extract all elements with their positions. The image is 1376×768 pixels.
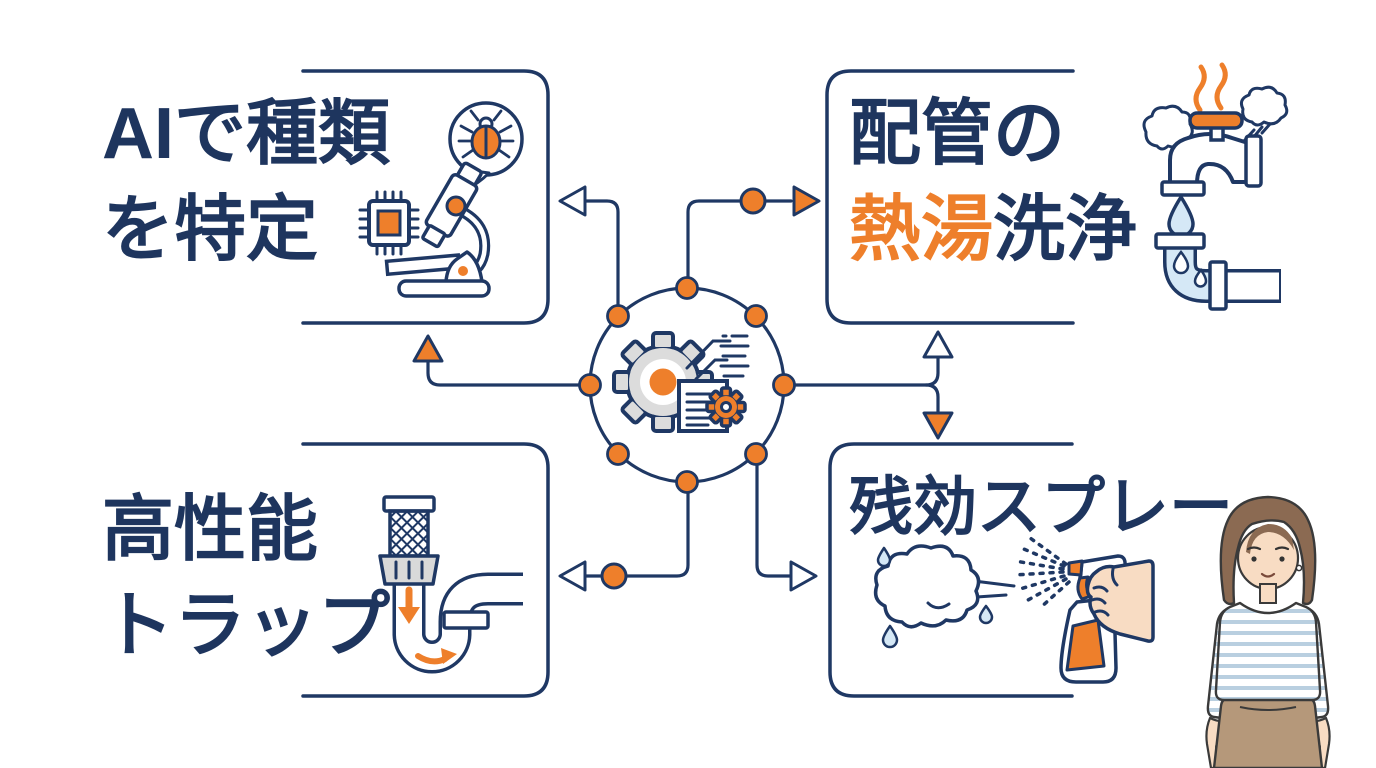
bangs bbox=[1246, 524, 1294, 554]
connector-arrows bbox=[412, 185, 954, 592]
steam-wave-icon bbox=[1214, 62, 1228, 111]
card-title-line: トラップ bbox=[102, 586, 391, 666]
spray-nozzle bbox=[1067, 559, 1084, 577]
connector-hub-to-trap bbox=[583, 478, 690, 578]
card-title-line: 配管の bbox=[849, 94, 1066, 174]
connector-hub-to-spray-left bbox=[755, 451, 793, 578]
analysis-hub bbox=[578, 276, 796, 494]
steam-wave-icon bbox=[1193, 64, 1207, 113]
neck bbox=[1259, 583, 1277, 604]
connector-lines bbox=[426, 199, 940, 578]
card-title-trap: 高性能 トラップ bbox=[102, 482, 390, 674]
card-title-ai-identify: AIで種類 を特定 bbox=[102, 86, 390, 278]
small-gear-icon bbox=[705, 386, 747, 428]
skirt-waist-line bbox=[1239, 706, 1297, 711]
arrow-open-right-icon bbox=[789, 560, 818, 592]
card-frame-ai-identify bbox=[301, 69, 550, 325]
hair bbox=[1219, 495, 1317, 606]
microscope-icon bbox=[384, 161, 491, 298]
face-features bbox=[1246, 546, 1303, 578]
card-title-line: を特定 bbox=[102, 190, 319, 270]
card-frame-hot-water bbox=[825, 69, 1075, 325]
earring bbox=[1295, 564, 1303, 572]
flow-arrow-down-icon bbox=[398, 586, 420, 624]
card-title-spray: 残効スプレー bbox=[849, 462, 1233, 552]
arrow-open-up-icon bbox=[922, 330, 954, 359]
water-drop-icon bbox=[1167, 195, 1195, 238]
arrow-orange-up-icon bbox=[412, 334, 444, 363]
spray-bottle-hand-icon bbox=[1059, 554, 1155, 684]
connector-node-top bbox=[739, 187, 767, 215]
hub-node-dots bbox=[578, 276, 796, 494]
spray-mist-icon bbox=[1013, 533, 1071, 610]
spray-bottle-label bbox=[1065, 618, 1106, 672]
card-title-line: AIで種類 bbox=[102, 94, 391, 174]
hand bbox=[1085, 559, 1155, 643]
card-title-line: 残効スプレー bbox=[849, 471, 1233, 543]
woman-illustration bbox=[1205, 495, 1331, 768]
connector-node-bottom bbox=[600, 562, 628, 590]
arrow-open-left-top-icon bbox=[558, 185, 587, 217]
highlighted-word: 熱湯 bbox=[849, 190, 994, 270]
drain-trap-icon bbox=[378, 495, 523, 674]
code-lines-icon bbox=[685, 334, 750, 381]
card-frames bbox=[301, 69, 1075, 698]
card-frame-trap bbox=[301, 442, 550, 698]
card-title-rest: 洗浄 bbox=[993, 190, 1138, 270]
torso bbox=[1214, 601, 1322, 702]
steam-cloud-right-icon bbox=[1240, 85, 1289, 127]
arrow-open-left-bottom-icon bbox=[558, 560, 587, 592]
skirt bbox=[1212, 696, 1324, 768]
connector-hub-to-hotwater bbox=[686, 199, 793, 292]
connector-hub-to-ai-bottom bbox=[426, 360, 594, 387]
card-title-line: 熱湯洗浄 bbox=[849, 182, 1137, 278]
microchip-icon bbox=[358, 190, 420, 256]
card-title-line: 高性能 bbox=[102, 490, 319, 570]
card-frame-spray bbox=[828, 442, 1074, 698]
pipe-elbow-icon bbox=[1154, 232, 1281, 311]
connector-hub-to-ai bbox=[583, 199, 620, 320]
card-title-hot-water: 配管の 熱湯洗浄 bbox=[849, 86, 1137, 278]
flow-arrow-curve-icon bbox=[415, 648, 457, 665]
arrow-orange-right-icon bbox=[792, 185, 821, 217]
connector-hub-east bbox=[780, 356, 940, 387]
connector-hub-to-spray-top bbox=[924, 383, 940, 414]
mist-cloud-icon bbox=[873, 544, 1016, 649]
steaming-faucet-icon bbox=[1142, 62, 1289, 197]
arrow-orange-down-icon bbox=[922, 411, 954, 440]
